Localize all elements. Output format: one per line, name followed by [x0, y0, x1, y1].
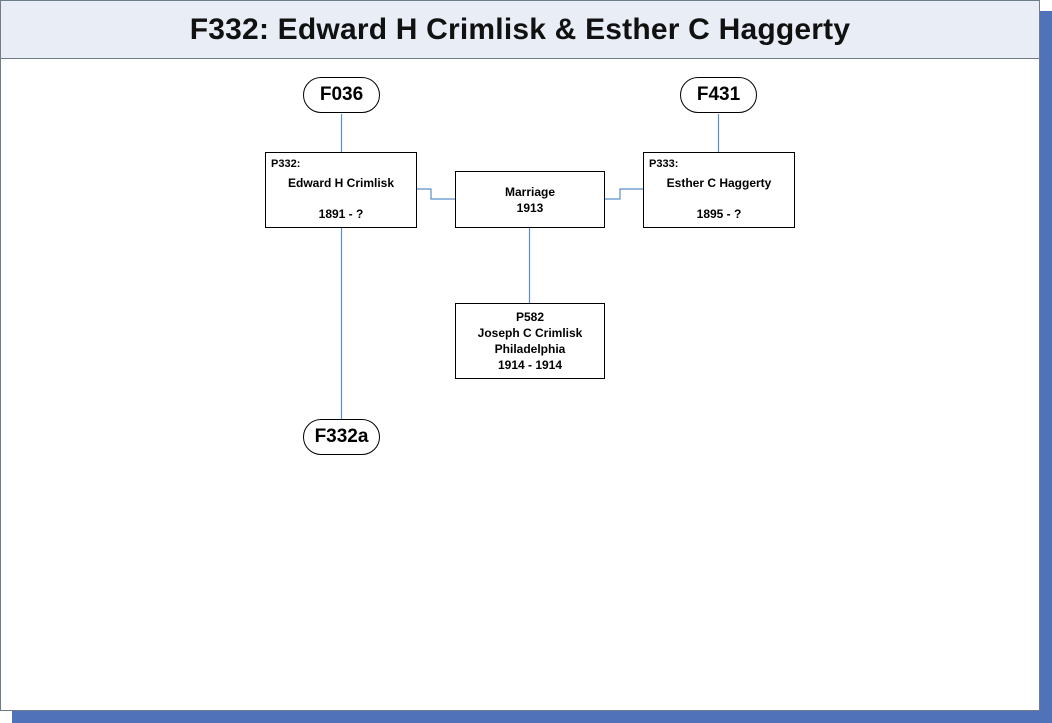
- family-label: F431: [696, 84, 741, 105]
- person-name: Esther C Haggerty: [666, 176, 772, 190]
- person-name: Joseph C Crimlisk: [477, 326, 583, 340]
- connector-husband-marriage: [416, 188, 455, 200]
- family-node-f431[interactable]: F431: [680, 77, 757, 113]
- person-box-husband[interactable]: P332: Edward H Crimlisk 1891 - ?: [265, 152, 417, 228]
- person-id: P332:: [271, 158, 301, 170]
- marriage-box[interactable]: Marriage 1913: [455, 171, 605, 228]
- person-name: Edward H Crimlisk: [287, 176, 395, 190]
- header-bar: F332: Edward H Crimlisk & Esther C Hagge…: [1, 1, 1039, 59]
- person-place: Philadelphia: [494, 342, 566, 356]
- marriage-year: 1913: [516, 200, 544, 215]
- person-box-child[interactable]: P582 Joseph C Crimlisk Philadelphia 1914…: [455, 303, 605, 379]
- page-title: F332: Edward H Crimlisk & Esther C Hagge…: [189, 12, 851, 46]
- person-box-wife[interactable]: P333: Esther C Haggerty 1895 - ?: [643, 152, 795, 228]
- connector-wife-marriage: [604, 188, 643, 200]
- person-dates: 1891 - ?: [318, 207, 364, 221]
- family-label: F332a: [314, 426, 369, 447]
- family-node-f036[interactable]: F036: [303, 77, 380, 113]
- person-dates: 1914 - 1914: [497, 358, 563, 372]
- person-dates: 1895 - ?: [696, 207, 742, 221]
- person-id: P333:: [649, 158, 679, 170]
- person-id: P582: [515, 310, 545, 324]
- family-label: F036: [319, 84, 364, 105]
- marriage-label: Marriage: [504, 184, 556, 199]
- family-node-f332a[interactable]: F332a: [303, 419, 380, 455]
